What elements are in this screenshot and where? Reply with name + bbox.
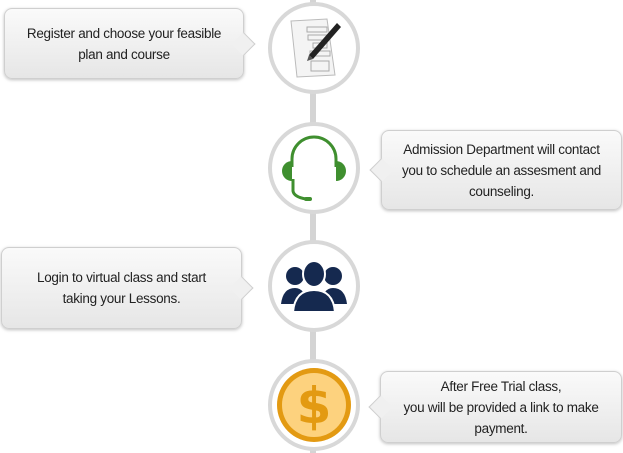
step-4-bubble: After Free Trial class, you will be prov… xyxy=(368,371,622,443)
bubble-pointer xyxy=(231,31,256,56)
bubble-pointer xyxy=(368,394,393,420)
svg-text:$: $ xyxy=(297,377,332,435)
headset-icon xyxy=(282,135,346,201)
step-1-circle xyxy=(268,2,360,94)
step-4-text: After Free Trial class, you will be prov… xyxy=(403,378,599,436)
step-4-circle: $ xyxy=(268,359,360,451)
step-3-text: Login to virtual class and start taking … xyxy=(37,270,206,306)
bubble-pointer xyxy=(229,275,254,301)
dollar-coin-icon: $ xyxy=(277,368,351,442)
step-1-text: Register and choose your feasible plan a… xyxy=(26,25,222,62)
step-3-circle xyxy=(268,240,360,332)
registration-form-icon xyxy=(290,18,341,78)
step-3-bubble: Login to virtual class and start taking … xyxy=(1,247,254,329)
users-group-icon xyxy=(281,260,347,313)
step-2-text: Admission Department will contact you to… xyxy=(401,141,602,199)
step-2-circle xyxy=(268,122,360,214)
step-1-bubble: Register and choose your feasible plan a… xyxy=(4,8,256,79)
bubble-pointer xyxy=(369,157,394,183)
step-2-bubble: Admission Department will contact you to… xyxy=(369,130,622,210)
timeline-connector xyxy=(310,0,316,453)
